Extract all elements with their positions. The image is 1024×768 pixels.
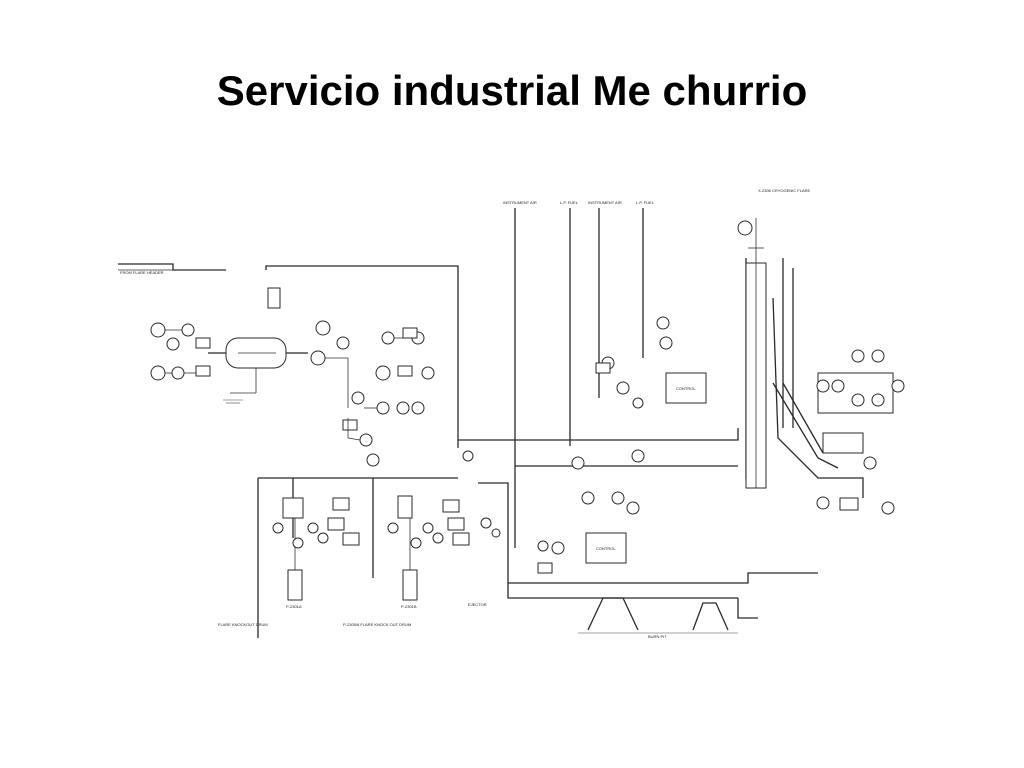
control-box-2-label: CONTROL [596, 546, 616, 551]
flare-stack: X-2306 CRYOGENIC FLARE [737, 188, 877, 511]
control-boxes: CONTROL CONTROL [537, 316, 707, 574]
header-labels: INSTRUMENT AIR L.P. FUEL INSTRUMENT AIR … [120, 200, 655, 275]
pump-assembly-left: P-2301A FLARE KNOCKOUT DRUM [218, 497, 360, 627]
instrument-air-label: INSTRUMENT AIR [503, 200, 537, 205]
flare-header-label: FROM FLARE HEADER [120, 270, 164, 275]
ejector-label: EJECTOR [468, 602, 487, 607]
pid-diagram-canvas: P-2301A FLARE KNOCKOUT DRUM P-2301B P-23… [118, 178, 908, 652]
pid-diagram: P-2301A FLARE KNOCKOUT DRUM P-2301B P-23… [118, 178, 908, 652]
knockout-drum-label: FLARE KNOCKOUT DRUM [218, 622, 268, 627]
burn-pit-label: BURN PIT [648, 634, 667, 639]
quench-drum-label: P-2305/6 FLARE KNOCK OUT DRUM [343, 622, 411, 627]
pump-1-label: P-2301A [286, 604, 302, 609]
flare-stack-label: X-2306 CRYOGENIC FLARE [758, 188, 810, 193]
burn-pit: BURN PIT [578, 597, 738, 639]
instrument-air-label-2: INSTRUMENT AIR [588, 200, 622, 205]
lp-fuel-label: L.P. FUEL [560, 200, 579, 205]
knockout-drum-vessel [208, 287, 308, 404]
instrument-bubbles-right [816, 349, 905, 515]
instrument-bubbles-middle [310, 320, 474, 467]
pump-2-label: P-2301B [401, 604, 417, 609]
lp-fuel-label-2: L.P. FUEL [636, 200, 655, 205]
pump-assembly-right: P-2301B P-2305/6 FLARE KNOCK OUT DRUM EJ… [343, 495, 501, 627]
slide-title: Servicio industrial Me churrio [216, 67, 808, 114]
instrument-bubbles-left [150, 322, 211, 381]
control-box-1-label: CONTROL [676, 386, 696, 391]
